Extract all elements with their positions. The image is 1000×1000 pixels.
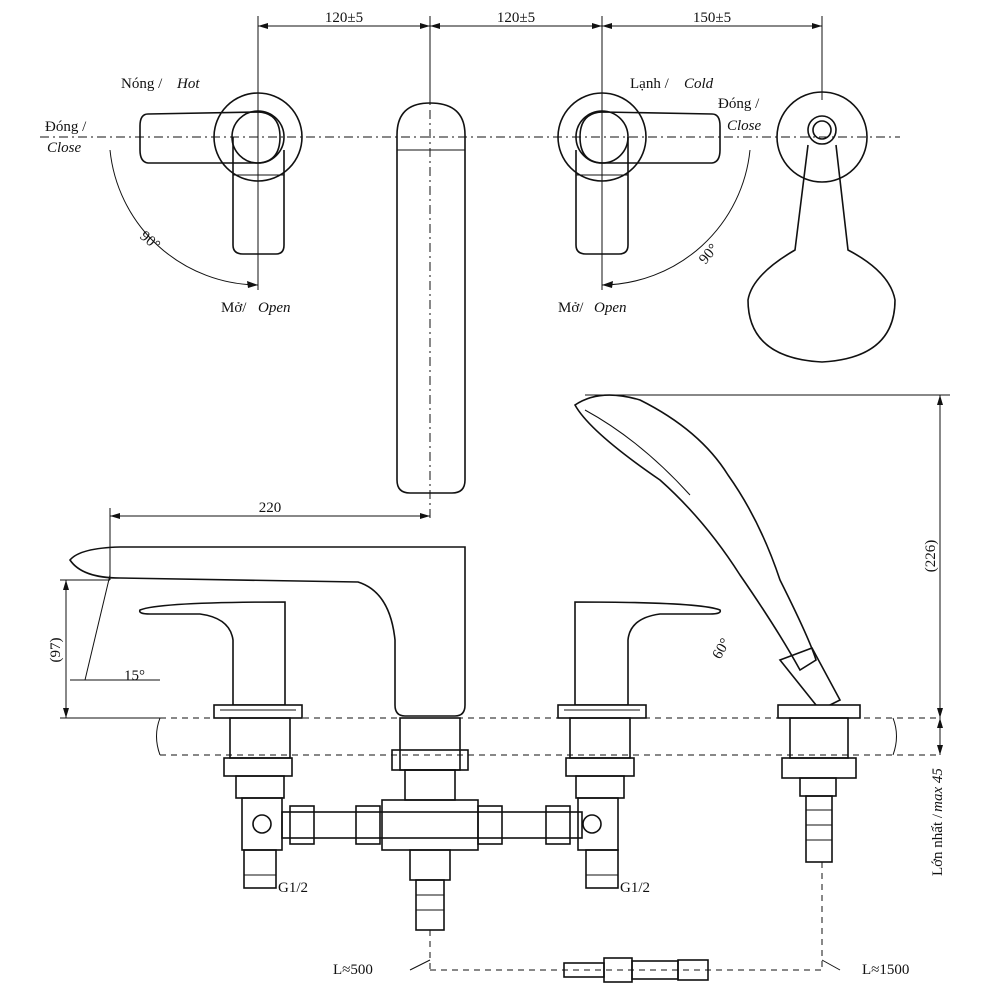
hose-inlet-length: L≈500 — [333, 962, 373, 978]
dim-top-1: 120±5 — [325, 10, 363, 26]
hot-handle-top-view — [109, 92, 303, 288]
shower-angle: 60° — [710, 636, 734, 662]
dim-spout-length: 220 — [259, 500, 282, 516]
dim-top-3: 150±5 — [693, 10, 731, 26]
spout-top-view — [396, 102, 466, 520]
close-label-en-left: Close — [47, 140, 82, 156]
cold-handle-top-view — [557, 92, 751, 288]
shower-height-dimension — [585, 394, 950, 718]
close-label-en-right: Close — [727, 118, 762, 134]
hot-label-en: Hot — [176, 76, 200, 92]
cold-label-vi: Lạnh / — [630, 76, 670, 92]
spout-length-dimension — [109, 508, 430, 580]
cold-handle-side-view — [557, 601, 722, 889]
cold-rotation-angle: 90° — [696, 241, 722, 267]
top-dimension-lines — [257, 16, 823, 290]
hot-handle-side-view — [138, 601, 303, 889]
max-thickness-en: max 45 — [930, 768, 946, 812]
deck-thickness-dimension — [937, 718, 943, 755]
deck-break-right — [892, 717, 897, 756]
hose-shower-length: L≈1500 — [862, 962, 909, 978]
open-label-en-left: Open — [258, 300, 291, 316]
dim-top-2: 120±5 — [497, 10, 535, 26]
thread-right: G1/2 — [620, 880, 650, 896]
open-label-vi-left: Mở/ — [221, 300, 247, 316]
hose-lines — [409, 862, 841, 983]
spout-side-view — [69, 546, 466, 717]
close-label-vi-right: Đóng / — [718, 96, 760, 112]
spout-angle: 15° — [124, 668, 145, 684]
hand-shower-side-view — [573, 394, 861, 863]
dim-spout-height: (97) — [48, 638, 64, 663]
spout-height-dimension — [60, 574, 160, 719]
dim-shower-height: (226) — [923, 540, 939, 573]
open-label-vi-right: Mở/ — [558, 300, 584, 316]
cold-label-en: Cold — [684, 76, 714, 92]
connecting-pipe — [281, 799, 583, 931]
max-thickness-vi: Lớn nhất / — [930, 813, 946, 876]
hot-rotation-angle: 90° — [137, 228, 163, 254]
hot-label-vi: Nóng / — [121, 76, 163, 92]
close-label-vi-left: Đóng / — [45, 119, 87, 135]
open-label-en-right: Open — [594, 300, 627, 316]
spout-mount-assembly — [391, 717, 469, 801]
hand-shower-top-view — [747, 91, 896, 363]
deck-break-left — [156, 717, 161, 756]
thread-left: G1/2 — [278, 880, 308, 896]
